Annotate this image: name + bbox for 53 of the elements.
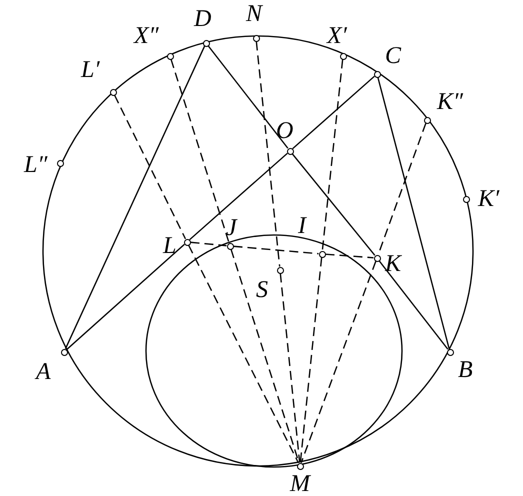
- point-label: L: [163, 234, 176, 258]
- point-label: K″: [437, 90, 464, 114]
- point-marker: [226, 242, 234, 250]
- point-marker: [340, 52, 346, 60]
- point-marker: [110, 88, 116, 96]
- dashed-line: [170, 59, 230, 243]
- point-label: X″: [134, 24, 159, 48]
- point-label: B: [458, 358, 473, 382]
- line-segment: [292, 76, 375, 150]
- point-label: J: [226, 216, 237, 240]
- line-segment: [377, 77, 450, 349]
- dashed-line: [280, 273, 300, 463]
- point-marker: [276, 266, 284, 274]
- point-marker: [56, 160, 64, 166]
- point-marker: [166, 52, 174, 60]
- dashed-line: [188, 244, 299, 464]
- point-label: X′: [327, 24, 347, 48]
- dashed-line: [256, 41, 280, 267]
- point-label: K′: [478, 187, 500, 211]
- point-label: I: [298, 214, 306, 238]
- point-label: N: [246, 2, 262, 26]
- point-label: K: [385, 252, 402, 276]
- point-label: D: [194, 7, 212, 31]
- point-label: S: [256, 278, 268, 302]
- line-segment: [208, 45, 288, 149]
- line-segment: [64, 46, 206, 350]
- dashed-line: [233, 246, 319, 254]
- dashed-line: [300, 261, 376, 463]
- line-segment: [378, 260, 448, 350]
- point-marker: [184, 238, 190, 246]
- point-marker: [252, 34, 260, 42]
- point-marker: [318, 250, 326, 258]
- point-label: L′: [81, 58, 100, 82]
- point-marker: [374, 70, 380, 78]
- point-marker: [286, 148, 294, 154]
- line-segment: [189, 152, 288, 240]
- dashed-line: [190, 242, 227, 246]
- line-segment: [66, 244, 185, 350]
- point-label: L″: [24, 153, 48, 177]
- point-marker: [462, 196, 470, 202]
- point-marker: [374, 254, 380, 262]
- point-label: M: [290, 472, 310, 496]
- point-marker: [424, 116, 430, 124]
- dashed-line: [322, 59, 344, 251]
- line-segment: [292, 153, 376, 256]
- dashed-line: [300, 257, 322, 463]
- dashed-line: [114, 94, 186, 240]
- point-label: C: [385, 44, 402, 68]
- point-label: O: [276, 119, 294, 143]
- point-label: A: [36, 360, 51, 384]
- dashed-line: [325, 254, 374, 258]
- point-marker: [202, 40, 210, 46]
- point-marker: [60, 348, 68, 356]
